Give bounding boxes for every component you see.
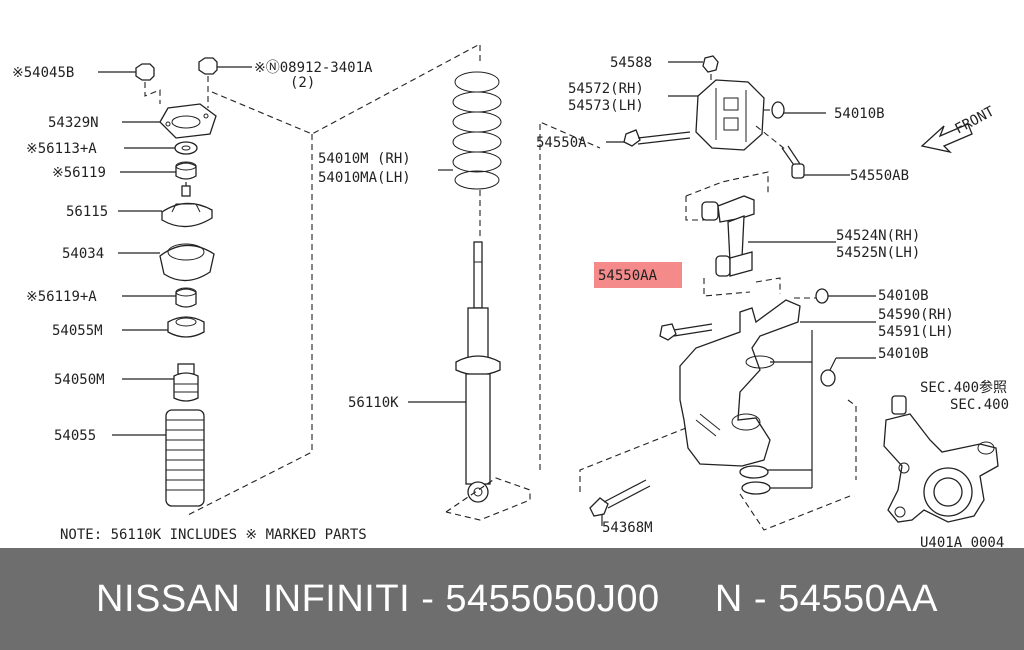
label-56119a: ※56119+A <box>26 289 97 305</box>
label-56119: ※56119 <box>52 165 106 181</box>
label-54010b-2: 54010B <box>878 288 929 304</box>
plate-54329n <box>122 103 217 139</box>
label-56115: 56115 <box>66 204 108 220</box>
label-sec400-ref: SEC.400参照 <box>920 379 1007 396</box>
label-54055: 54055 <box>54 428 96 444</box>
label-54550ab: 54550AB <box>850 168 909 184</box>
label-54010m: 54010M (RH) <box>318 151 411 167</box>
washer-54010b-mid <box>815 288 876 304</box>
bushing-56119 <box>120 161 197 180</box>
part-number-text: NISSAN INFINITI - 5455050J00 N - 54550AA <box>96 577 938 620</box>
label-08912-qty: (2) <box>290 75 315 91</box>
shock-absorber <box>408 241 501 503</box>
bolt-54550ab <box>781 145 850 179</box>
label-54550aa: 54550AA <box>598 268 658 284</box>
label-56113a: ※56113+A <box>26 141 97 157</box>
seat-54034 <box>118 243 215 282</box>
washer-56113a <box>124 141 198 155</box>
label-54368m: 54368M <box>602 520 653 536</box>
label-54055m: 54055M <box>52 323 103 339</box>
stopper-54050m <box>122 363 199 402</box>
label-54329n: 54329N <box>48 115 99 131</box>
washer-lower-1 <box>739 465 769 479</box>
carrier-54590 <box>679 299 876 467</box>
washer-54010b-top <box>771 101 826 119</box>
bolt-54550a <box>606 129 691 147</box>
label-54590: 54590(RH) <box>878 307 954 323</box>
label-front: FRONT <box>952 103 997 137</box>
nut-54045b <box>98 63 155 81</box>
label-54034: 54034 <box>62 246 104 262</box>
washer-54010b-low <box>820 357 876 387</box>
bolt-54550aa <box>659 323 713 341</box>
label-54572: 54572(RH) <box>568 81 644 97</box>
diagram-note: NOTE: 56110K INCLUDES ※ MARKED PARTS <box>60 527 367 543</box>
link-54524n <box>701 195 836 277</box>
nut-08912 <box>198 57 252 75</box>
knuckle-sec400 <box>883 395 999 523</box>
bumper-54055m <box>122 316 205 338</box>
label-54591: 54591(LH) <box>878 324 954 340</box>
label-54550a: 54550A <box>536 135 587 151</box>
bolt-54368m <box>589 479 651 526</box>
label-54525n: 54525N(LH) <box>836 245 920 261</box>
label-54010b-3: 54010B <box>878 346 929 362</box>
label-08912: ※Ⓝ08912-3401A <box>254 60 373 76</box>
label-54010b-1: 54010B <box>834 106 885 122</box>
mount-56115 <box>118 182 213 228</box>
bushing-56119a <box>122 287 197 308</box>
part-number-banner: NISSAN INFINITI - 5455050J00 N - 54550AA <box>0 548 1024 650</box>
nut-54588 <box>668 55 719 73</box>
coil-spring <box>438 71 502 190</box>
label-54050m: 54050M <box>54 372 105 388</box>
bracket-54572 <box>668 79 765 151</box>
diagram-code: U401A 0004 <box>920 535 1004 548</box>
label-54010ma: 54010MA(LH) <box>318 170 411 186</box>
front-arrow <box>920 123 973 154</box>
highlight-54550aa <box>594 262 682 288</box>
label-54045b: ※54045B <box>12 65 74 81</box>
label-54524n: 54524N(RH) <box>836 228 920 244</box>
boot-54055 <box>112 409 205 507</box>
label-sec400: SEC.400 <box>950 397 1009 413</box>
washer-lower-2 <box>741 481 771 495</box>
parts-diagram: ※54045B ※Ⓝ08912-3401A (2) 54329N ※56113+… <box>12 43 1010 548</box>
label-54573: 54573(LH) <box>568 98 644 114</box>
label-56110k: 56110K <box>348 395 399 411</box>
label-54588: 54588 <box>610 55 652 71</box>
